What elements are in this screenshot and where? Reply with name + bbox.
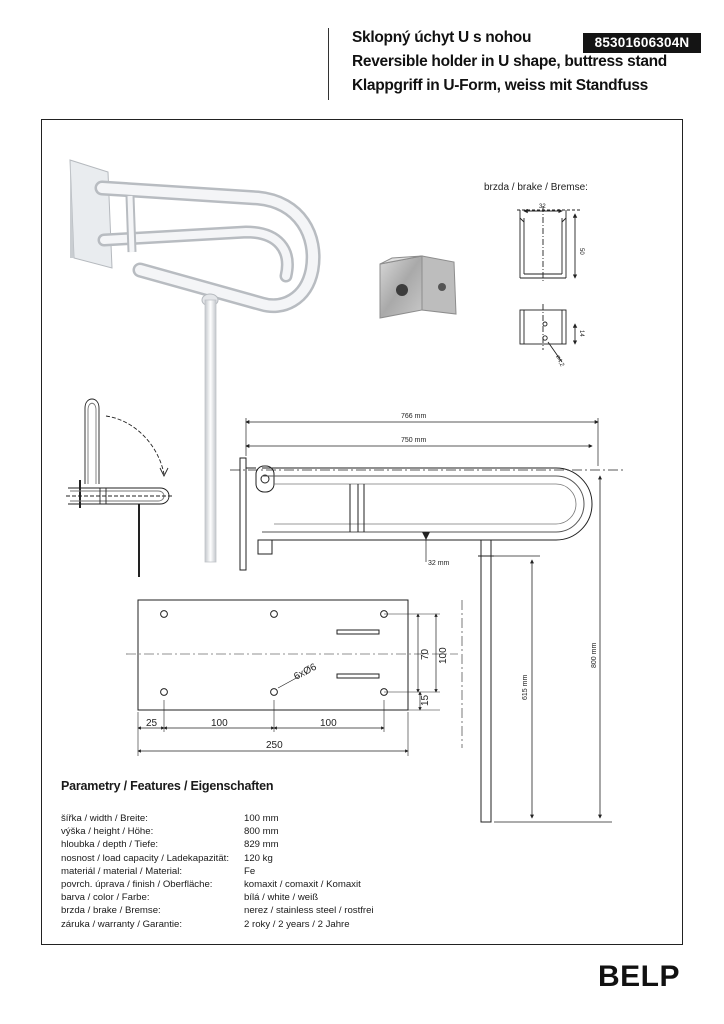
- brake-render: [379, 255, 457, 319]
- dim-overall-length: 766 mm: [401, 413, 426, 420]
- wall-plate-drawing: [126, 599, 463, 756]
- title-german: Klappgriff in U-Form, weiss mit Standfus…: [352, 77, 649, 94]
- title-english: Reversible holder in U shape, buttress s…: [352, 53, 667, 70]
- plate-dim-250: 250: [266, 740, 283, 751]
- dim-leg-height: 615 mm: [522, 675, 529, 700]
- plate-dim-70: 70: [420, 648, 431, 660]
- product-render: [69, 159, 321, 563]
- brake-width-label: 32: [539, 204, 546, 210]
- brake-hole-offset-label: 14: [578, 330, 584, 337]
- plate-dim-100-c: 100: [438, 647, 449, 664]
- plate-holes-label: 6xØ6: [292, 662, 319, 683]
- product-code-badge: 85301606304N: [583, 33, 701, 53]
- dim-rail-length: 750 mm: [401, 437, 426, 444]
- brand-logo: BELP: [598, 960, 681, 993]
- brake-caption: brzda / brake / Bremse:: [484, 182, 588, 193]
- plate-dim-25: 25: [146, 718, 158, 729]
- brake-height-label: 50: [578, 248, 584, 255]
- dim-tube-diameter: 32 mm: [428, 560, 450, 567]
- drawing-frame: [41, 119, 683, 945]
- brake-hole-dia-label: ø4,2: [554, 354, 565, 368]
- folding-side-view: [66, 398, 172, 577]
- header-divider: [328, 28, 329, 100]
- brake-drawing-top: [519, 304, 578, 363]
- plate-dim-15: 15: [420, 694, 431, 706]
- brake-drawing-front: [517, 206, 580, 282]
- header-titles: Sklopný úchyt U s nohou Reversible holde…: [352, 26, 667, 98]
- dim-total-height: 800 mm: [591, 643, 598, 668]
- main-elevation-drawing: [230, 418, 626, 823]
- params-title: Parametry / Features / Eigenschaften: [61, 779, 274, 793]
- plate-dim-100-a: 100: [211, 718, 228, 729]
- plate-dim-100-b: 100: [320, 718, 337, 729]
- title-czech: Sklopný úchyt U s nohou: [352, 29, 532, 46]
